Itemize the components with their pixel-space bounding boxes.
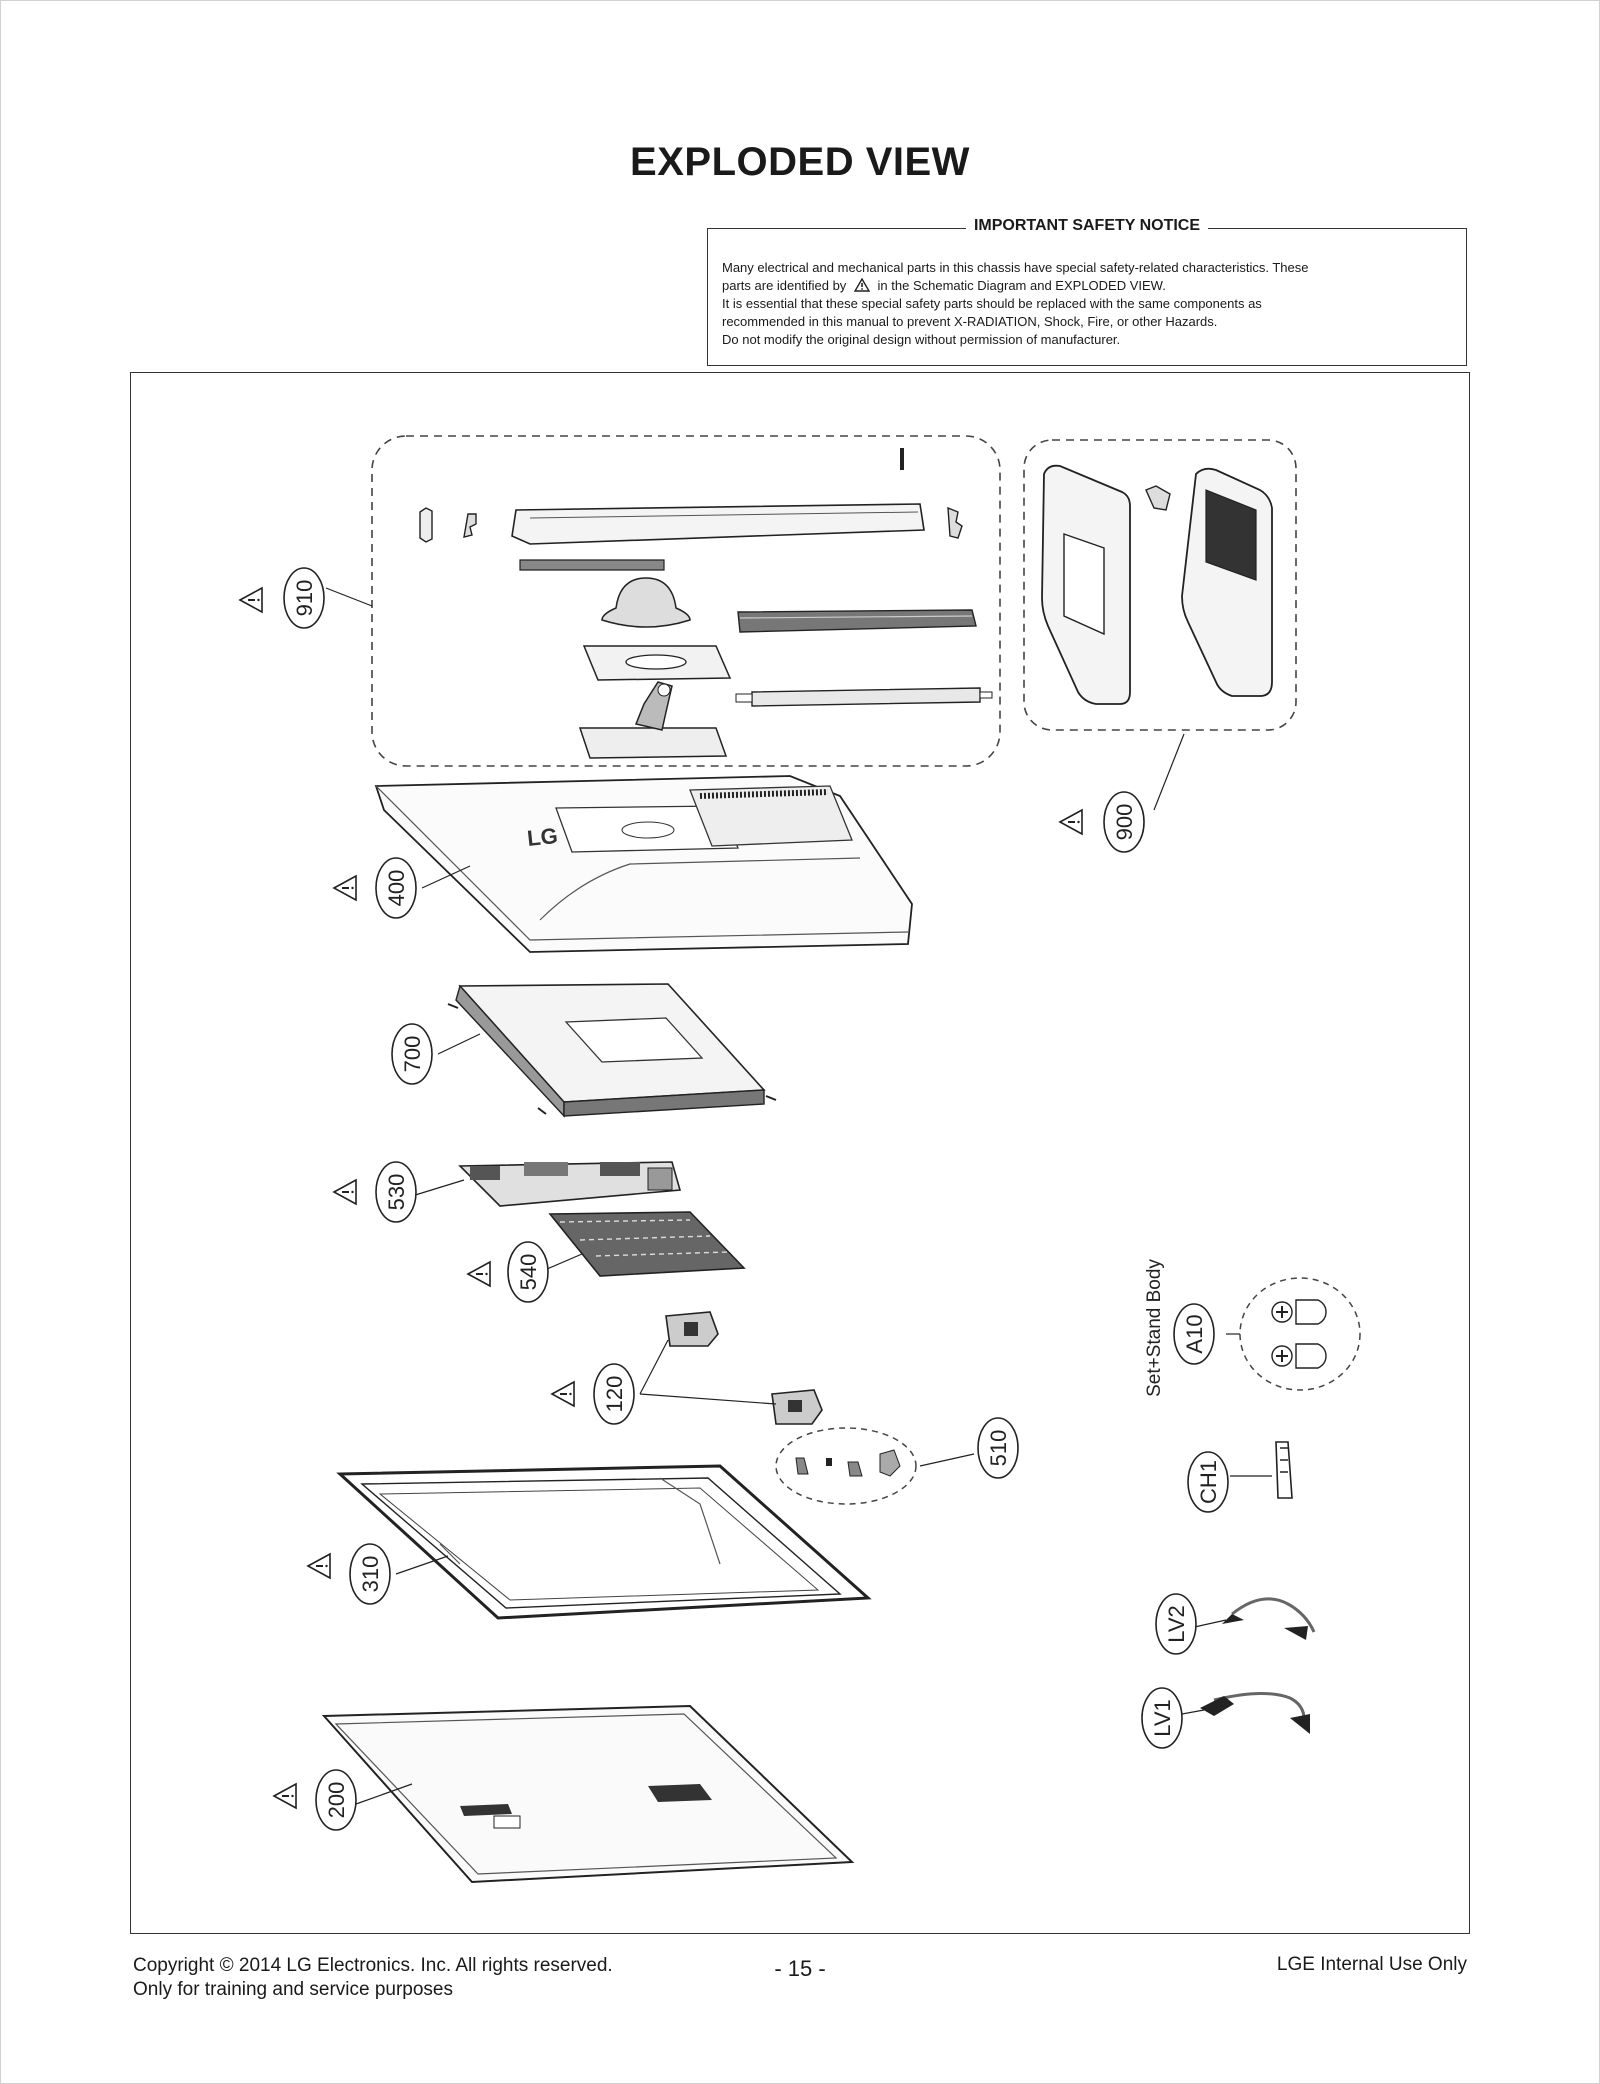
callout-310: 310 xyxy=(349,1543,391,1605)
part-ch1 xyxy=(1275,1441,1293,1499)
main-board-530 xyxy=(458,1161,682,1207)
safety-notice-heading: IMPORTANT SAFETY NOTICE xyxy=(965,217,1209,234)
label-530: 530 xyxy=(384,1174,409,1211)
internal-use-text: LGE Internal Use Only xyxy=(1276,1954,1467,1975)
training-text: Only for training and service purposes xyxy=(133,1979,453,2000)
footer-copyright: Copyright © 2014 LG Electronics. Inc. Al… xyxy=(133,1954,613,2002)
warning-icon-400 xyxy=(333,875,357,901)
callout-ch1: CH1 xyxy=(1187,1451,1229,1513)
page-title: EXPLODED VIEW xyxy=(630,140,970,184)
cable-lv2 xyxy=(1222,1597,1316,1640)
callout-200: 200 xyxy=(315,1769,357,1831)
label-540: 540 xyxy=(516,1254,541,1291)
warning-icon-120 xyxy=(551,1381,575,1407)
svg-text:LG: LG xyxy=(526,823,559,851)
cable-lv1 xyxy=(1200,1691,1310,1734)
callout-700: 700 xyxy=(391,1023,433,1085)
label-lv1: LV1 xyxy=(1150,1699,1175,1737)
warning-triangle-icon xyxy=(853,277,871,292)
warning-icon-540 xyxy=(467,1261,491,1287)
label-700: 700 xyxy=(400,1036,425,1073)
callout-400: 400 xyxy=(375,857,417,919)
notice-line-4: recommended in this manual to prevent X-… xyxy=(722,314,1218,329)
leader-lines xyxy=(325,587,1272,1805)
callout-a10: A10 xyxy=(1173,1303,1215,1365)
label-510: 510 xyxy=(986,1430,1011,1467)
warning-icon-900 xyxy=(1059,809,1083,835)
warning-icon-200 xyxy=(273,1783,297,1809)
page-number: - 15 - xyxy=(774,1956,826,1981)
callout-910: 910 xyxy=(283,567,325,629)
front-frame-310 xyxy=(336,1464,872,1620)
stand-parts-group-910 xyxy=(371,435,1001,767)
chassis-shield-700 xyxy=(447,983,777,1118)
notice-line-3: It is essential that these special safet… xyxy=(722,296,1262,311)
notice-line-5: Do not modify the original design withou… xyxy=(722,332,1121,347)
warning-icon-310 xyxy=(307,1553,331,1579)
small-parts-group-510 xyxy=(775,1427,917,1505)
back-cover-400: LG xyxy=(374,775,913,953)
back-panel-200 xyxy=(321,1704,855,1884)
label-ch1: CH1 xyxy=(1196,1460,1221,1504)
label-910: 910 xyxy=(292,580,317,617)
copyright-text: Copyright © 2014 LG Electronics. Inc. Al… xyxy=(133,1955,613,1976)
stand-base-group-900 xyxy=(1023,439,1297,731)
callout-510: 510 xyxy=(977,1417,1019,1479)
callout-540: 540 xyxy=(507,1241,549,1303)
safety-notice-box: IMPORTANT SAFETY NOTICE Many electrical … xyxy=(707,217,1467,366)
label-900: 900 xyxy=(1112,804,1137,841)
callout-900: 900 xyxy=(1103,791,1145,853)
label-400: 400 xyxy=(384,870,409,907)
safety-notice-body: Many electrical and mechanical parts in … xyxy=(722,259,1452,349)
notice-line-1: Many electrical and mechanical parts in … xyxy=(722,260,1309,275)
label-200: 200 xyxy=(324,1782,349,1819)
callout-120: 120 xyxy=(593,1363,635,1425)
set-stand-body-label: Set+Stand Body xyxy=(1144,1259,1165,1397)
label-a10: A10 xyxy=(1182,1314,1207,1353)
label-lv2: LV2 xyxy=(1164,1605,1189,1643)
bracket-parts-120 xyxy=(665,1311,823,1425)
notice-line-2: parts are identified by in the Schematic… xyxy=(722,277,1166,293)
callout-530: 530 xyxy=(375,1161,417,1223)
screws-group-a10 xyxy=(1239,1277,1361,1391)
label-310: 310 xyxy=(358,1556,383,1593)
warning-icon-530 xyxy=(333,1179,357,1205)
diagram-frame xyxy=(130,372,1470,1934)
warning-icon-910 xyxy=(239,587,263,613)
power-board-540 xyxy=(548,1211,746,1277)
callout-lv2: LV2 xyxy=(1155,1593,1197,1655)
label-120: 120 xyxy=(602,1376,627,1413)
callout-lv1: LV1 xyxy=(1141,1687,1183,1749)
